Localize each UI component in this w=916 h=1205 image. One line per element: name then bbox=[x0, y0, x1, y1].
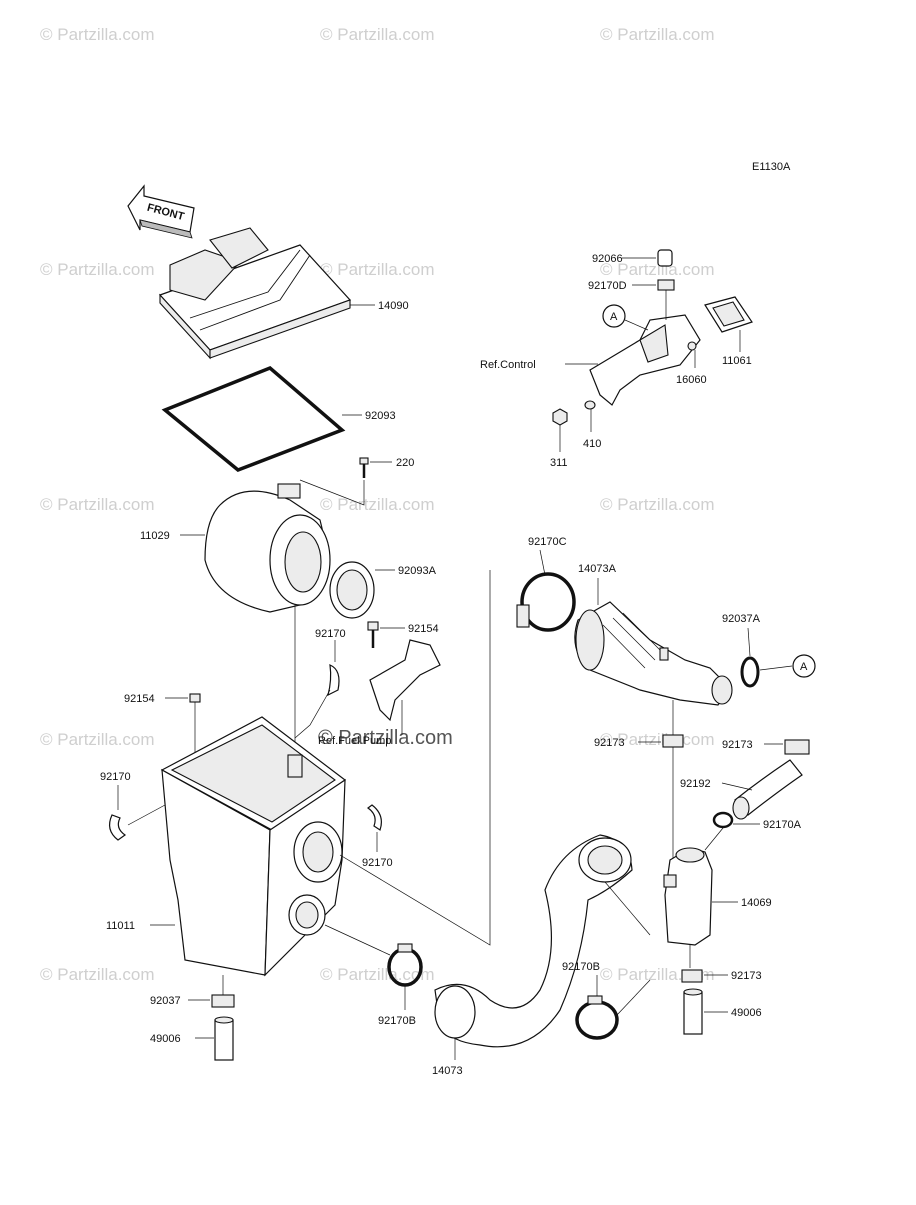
bolt-92154-right: 92154 bbox=[367, 621, 439, 648]
watermark: © Partzilla.com bbox=[40, 25, 155, 44]
clamp-92173-b: 92173 bbox=[722, 739, 810, 755]
clamp-92170A: 92170A bbox=[704, 811, 802, 851]
air-cleaner-cover: 14090 bbox=[158, 227, 409, 360]
air-cleaner-case-11011: 11011 bbox=[106, 716, 347, 977]
clamp-92170B-left: 92170B bbox=[324, 924, 423, 1027]
screw-220: 220 bbox=[299, 457, 414, 506]
note-ref-control: Ref.Control bbox=[480, 359, 536, 371]
part-92170-left: 92170 bbox=[100, 771, 131, 783]
clamp-92173-c: 92173 bbox=[681, 969, 762, 983]
part-16060: 16060 bbox=[676, 374, 707, 386]
clamp-92170B-right: 92170B bbox=[562, 961, 651, 1040]
part-49006-right: 49006 bbox=[731, 1007, 762, 1019]
part-311: 311 bbox=[550, 457, 568, 469]
part-92173-b: 92173 bbox=[722, 739, 753, 751]
part-92066: 92066 bbox=[592, 253, 623, 265]
part-92154-right: 92154 bbox=[408, 623, 439, 635]
watermark-layer: © Partzilla.com © Partzilla.com © Partzi… bbox=[40, 25, 715, 984]
part-11061: 11061 bbox=[722, 355, 752, 367]
diagram-code: E1130A bbox=[752, 161, 791, 173]
watermark-center: © Partzilla.com bbox=[318, 727, 453, 749]
boot-14073A: 14073A bbox=[574, 563, 733, 706]
part-410: 410 bbox=[583, 438, 601, 450]
part-14069: 14069 bbox=[741, 897, 772, 909]
clamp-92037A: 92037A A bbox=[722, 613, 816, 688]
ring-92093A: 92093A bbox=[329, 561, 437, 619]
watermark: © Partzilla.com bbox=[600, 260, 715, 279]
part-92173-c: 92173 bbox=[731, 970, 762, 982]
watermark: © Partzilla.com bbox=[600, 25, 715, 44]
part-92170B-right: 92170B bbox=[562, 961, 600, 973]
part-92170A: 92170A bbox=[763, 819, 802, 831]
clamp-92170C: 92170C bbox=[516, 536, 576, 632]
note-fuel-pump: Ref.Fuel Pump bbox=[318, 735, 391, 747]
part-92170B-left: 92170B bbox=[378, 1015, 416, 1027]
callout-a-right: A bbox=[800, 661, 808, 673]
clamp-92173-a: 92173 bbox=[594, 700, 684, 875]
clamp-92037: 92037 bbox=[150, 975, 235, 1008]
hose-49006-left: 49006 bbox=[150, 1016, 234, 1061]
watermark: © Partzilla.com bbox=[320, 25, 435, 44]
part-92170-mid: 92170 bbox=[315, 628, 346, 640]
part-220: 220 bbox=[396, 457, 414, 469]
watermark: © Partzilla.com bbox=[320, 965, 435, 984]
part-92192: 92192 bbox=[680, 778, 711, 790]
clip-92170-lower: 92170 bbox=[362, 804, 393, 869]
part-92170C: 92170C bbox=[528, 536, 567, 548]
hose-92192: 92192 bbox=[680, 759, 803, 820]
hose-49006-right: 49006 bbox=[683, 988, 762, 1035]
filter-element-11029: 11029 bbox=[140, 483, 331, 760]
part-11011: 11011 bbox=[106, 920, 135, 932]
watermark: © Partzilla.com bbox=[40, 730, 155, 749]
watermark: © Partzilla.com bbox=[40, 965, 155, 984]
part-92173-a: 92173 bbox=[594, 737, 625, 749]
watermark: © Partzilla.com bbox=[600, 495, 715, 514]
clip-92170-left: 92170 bbox=[100, 771, 166, 841]
fuel-pump-bracket: Ref.Fuel Pump bbox=[318, 639, 441, 747]
part-92170D: 92170D bbox=[588, 280, 627, 292]
watermark: © Partzilla.com bbox=[600, 730, 715, 749]
callout-a-top: A bbox=[610, 311, 618, 323]
control-bracket-assembly: 92066 92170D 11061 16060 Ref.Control 410… bbox=[480, 249, 753, 469]
part-11029: 11029 bbox=[140, 530, 170, 542]
watermark: © Partzilla.com bbox=[320, 260, 435, 279]
watermark: © Partzilla.com bbox=[40, 495, 155, 514]
part-92037: 92037 bbox=[150, 995, 181, 1007]
part-14073A: 14073A bbox=[578, 563, 617, 575]
watermark: © Partzilla.com bbox=[40, 260, 155, 279]
part-92093: 92093 bbox=[365, 410, 396, 422]
part-14090: 14090 bbox=[378, 300, 409, 312]
watermark: © Partzilla.com bbox=[320, 495, 435, 514]
canister-14069: 14069 bbox=[663, 847, 772, 968]
part-92093A: 92093A bbox=[398, 565, 437, 577]
duct-14073: 14073 bbox=[339, 570, 651, 1077]
clip-92170-mid: 92170 bbox=[294, 628, 346, 739]
part-92154-left: 92154 bbox=[124, 693, 155, 705]
part-92170-lower: 92170 bbox=[362, 857, 393, 869]
part-92037A: 92037A bbox=[722, 613, 761, 625]
seal-92093: 92093 bbox=[161, 365, 396, 472]
part-14073: 14073 bbox=[432, 1065, 463, 1077]
part-49006-left: 49006 bbox=[150, 1033, 181, 1045]
front-arrow: FRONT bbox=[127, 184, 195, 239]
